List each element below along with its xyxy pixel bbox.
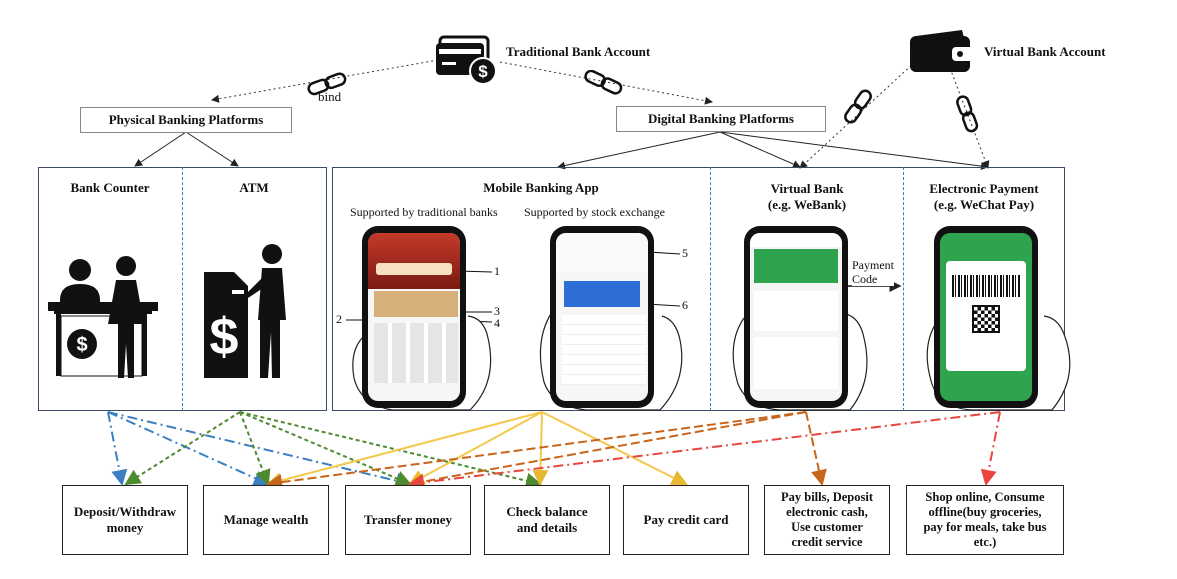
virtual-bank-arrows (266, 411, 827, 491)
digital-platforms-label: Digital Banking Platforms (648, 111, 794, 126)
svg-text:$: $ (478, 62, 488, 81)
service-label: Pay credit card (643, 512, 729, 527)
digital-divider-2 (903, 167, 904, 411)
physical-platforms-box: Physical Banking Platforms (80, 107, 292, 133)
svg-text:$: $ (76, 334, 87, 356)
wallet-icon (910, 28, 976, 72)
service-label: Transfer money (364, 512, 452, 527)
service-check-balance: Check balance and details (484, 485, 610, 555)
phone-traditional-bank-app (362, 226, 466, 408)
callout-2: 2 (336, 312, 342, 326)
svg-text:$: $ (210, 308, 239, 366)
service-pay-bills: Pay bills, Deposit electronic cash, Use … (764, 485, 890, 555)
mobile-sub-stock: Supported by stock exchange (524, 205, 665, 219)
bank-teller-icon: $ (46, 254, 166, 382)
service-label: Shop online, Consume offline(buy groceri… (923, 490, 1047, 549)
atm-arrows (124, 411, 542, 489)
service-label: Deposit/Withdraw money (73, 504, 177, 535)
physical-divider (182, 167, 183, 411)
chain-link-icon (582, 69, 626, 96)
callout-1: 1 (494, 264, 500, 278)
digital-divider-1 (710, 167, 711, 411)
platform-channel-arrows (134, 131, 989, 171)
mobile-app-title: Mobile Banking App (483, 180, 599, 195)
atm-user-icon: $ (200, 242, 300, 382)
phone-webank-app (744, 226, 848, 408)
digital-platforms-box: Digital Banking Platforms (616, 106, 826, 132)
atm-title: ATM (239, 180, 269, 195)
service-pay-credit-card: Pay credit card (623, 485, 749, 555)
service-label: Manage wealth (223, 512, 309, 527)
chain-link-icon (306, 72, 350, 96)
phone-wechat-pay-app (934, 226, 1038, 408)
service-label: Check balance and details (506, 504, 588, 535)
bank-counter-title: Bank Counter (70, 180, 150, 195)
phone-screen (368, 233, 460, 401)
phone-screen (750, 233, 842, 401)
phone-stock-exchange-app (550, 226, 654, 408)
service-transfer-money: Transfer money (345, 485, 471, 555)
service-label: Pay bills, Deposit electronic cash, Use … (780, 490, 874, 549)
service-deposit-withdraw: Deposit/Withdraw money (62, 485, 188, 555)
callout-3: 3 (494, 304, 500, 318)
service-manage-wealth: Manage wealth (203, 485, 329, 555)
payment-code-label: Payment Code (852, 258, 894, 286)
virtual-bank-title: Virtual Bank (e.g. WeBank) (767, 181, 847, 212)
barcode (952, 275, 1020, 297)
account-platform-links (211, 59, 990, 169)
mobile-sub-traditional: Supported by traditional banks (350, 205, 498, 219)
digital-channels-panel (332, 167, 1065, 411)
callout-6: 6 (682, 298, 688, 312)
virtual-account-label: Virtual Bank Account (984, 44, 1106, 59)
bank-counter-arrows (107, 411, 412, 489)
chain-link-icon (952, 94, 982, 136)
traditional-account-label: Traditional Bank Account (506, 44, 651, 59)
phone-screen (556, 233, 648, 401)
bind-label: bind (318, 89, 342, 104)
phone-screen (940, 233, 1032, 401)
electronic-payment-arrows (408, 411, 1001, 491)
callout-4: 4 (494, 316, 500, 330)
mobile-app-arrows (266, 411, 688, 489)
electronic-payment-title: Electronic Payment (e.g. WeChat Pay) (929, 181, 1039, 212)
chain-link-icon (842, 86, 876, 126)
bank-card-dollar-icon: $ (436, 34, 498, 86)
callout-5: 5 (682, 246, 688, 260)
physical-platforms-label: Physical Banking Platforms (108, 112, 264, 127)
qr-code (972, 305, 1000, 333)
service-shop-online: Shop online, Consume offline(buy groceri… (906, 485, 1064, 555)
